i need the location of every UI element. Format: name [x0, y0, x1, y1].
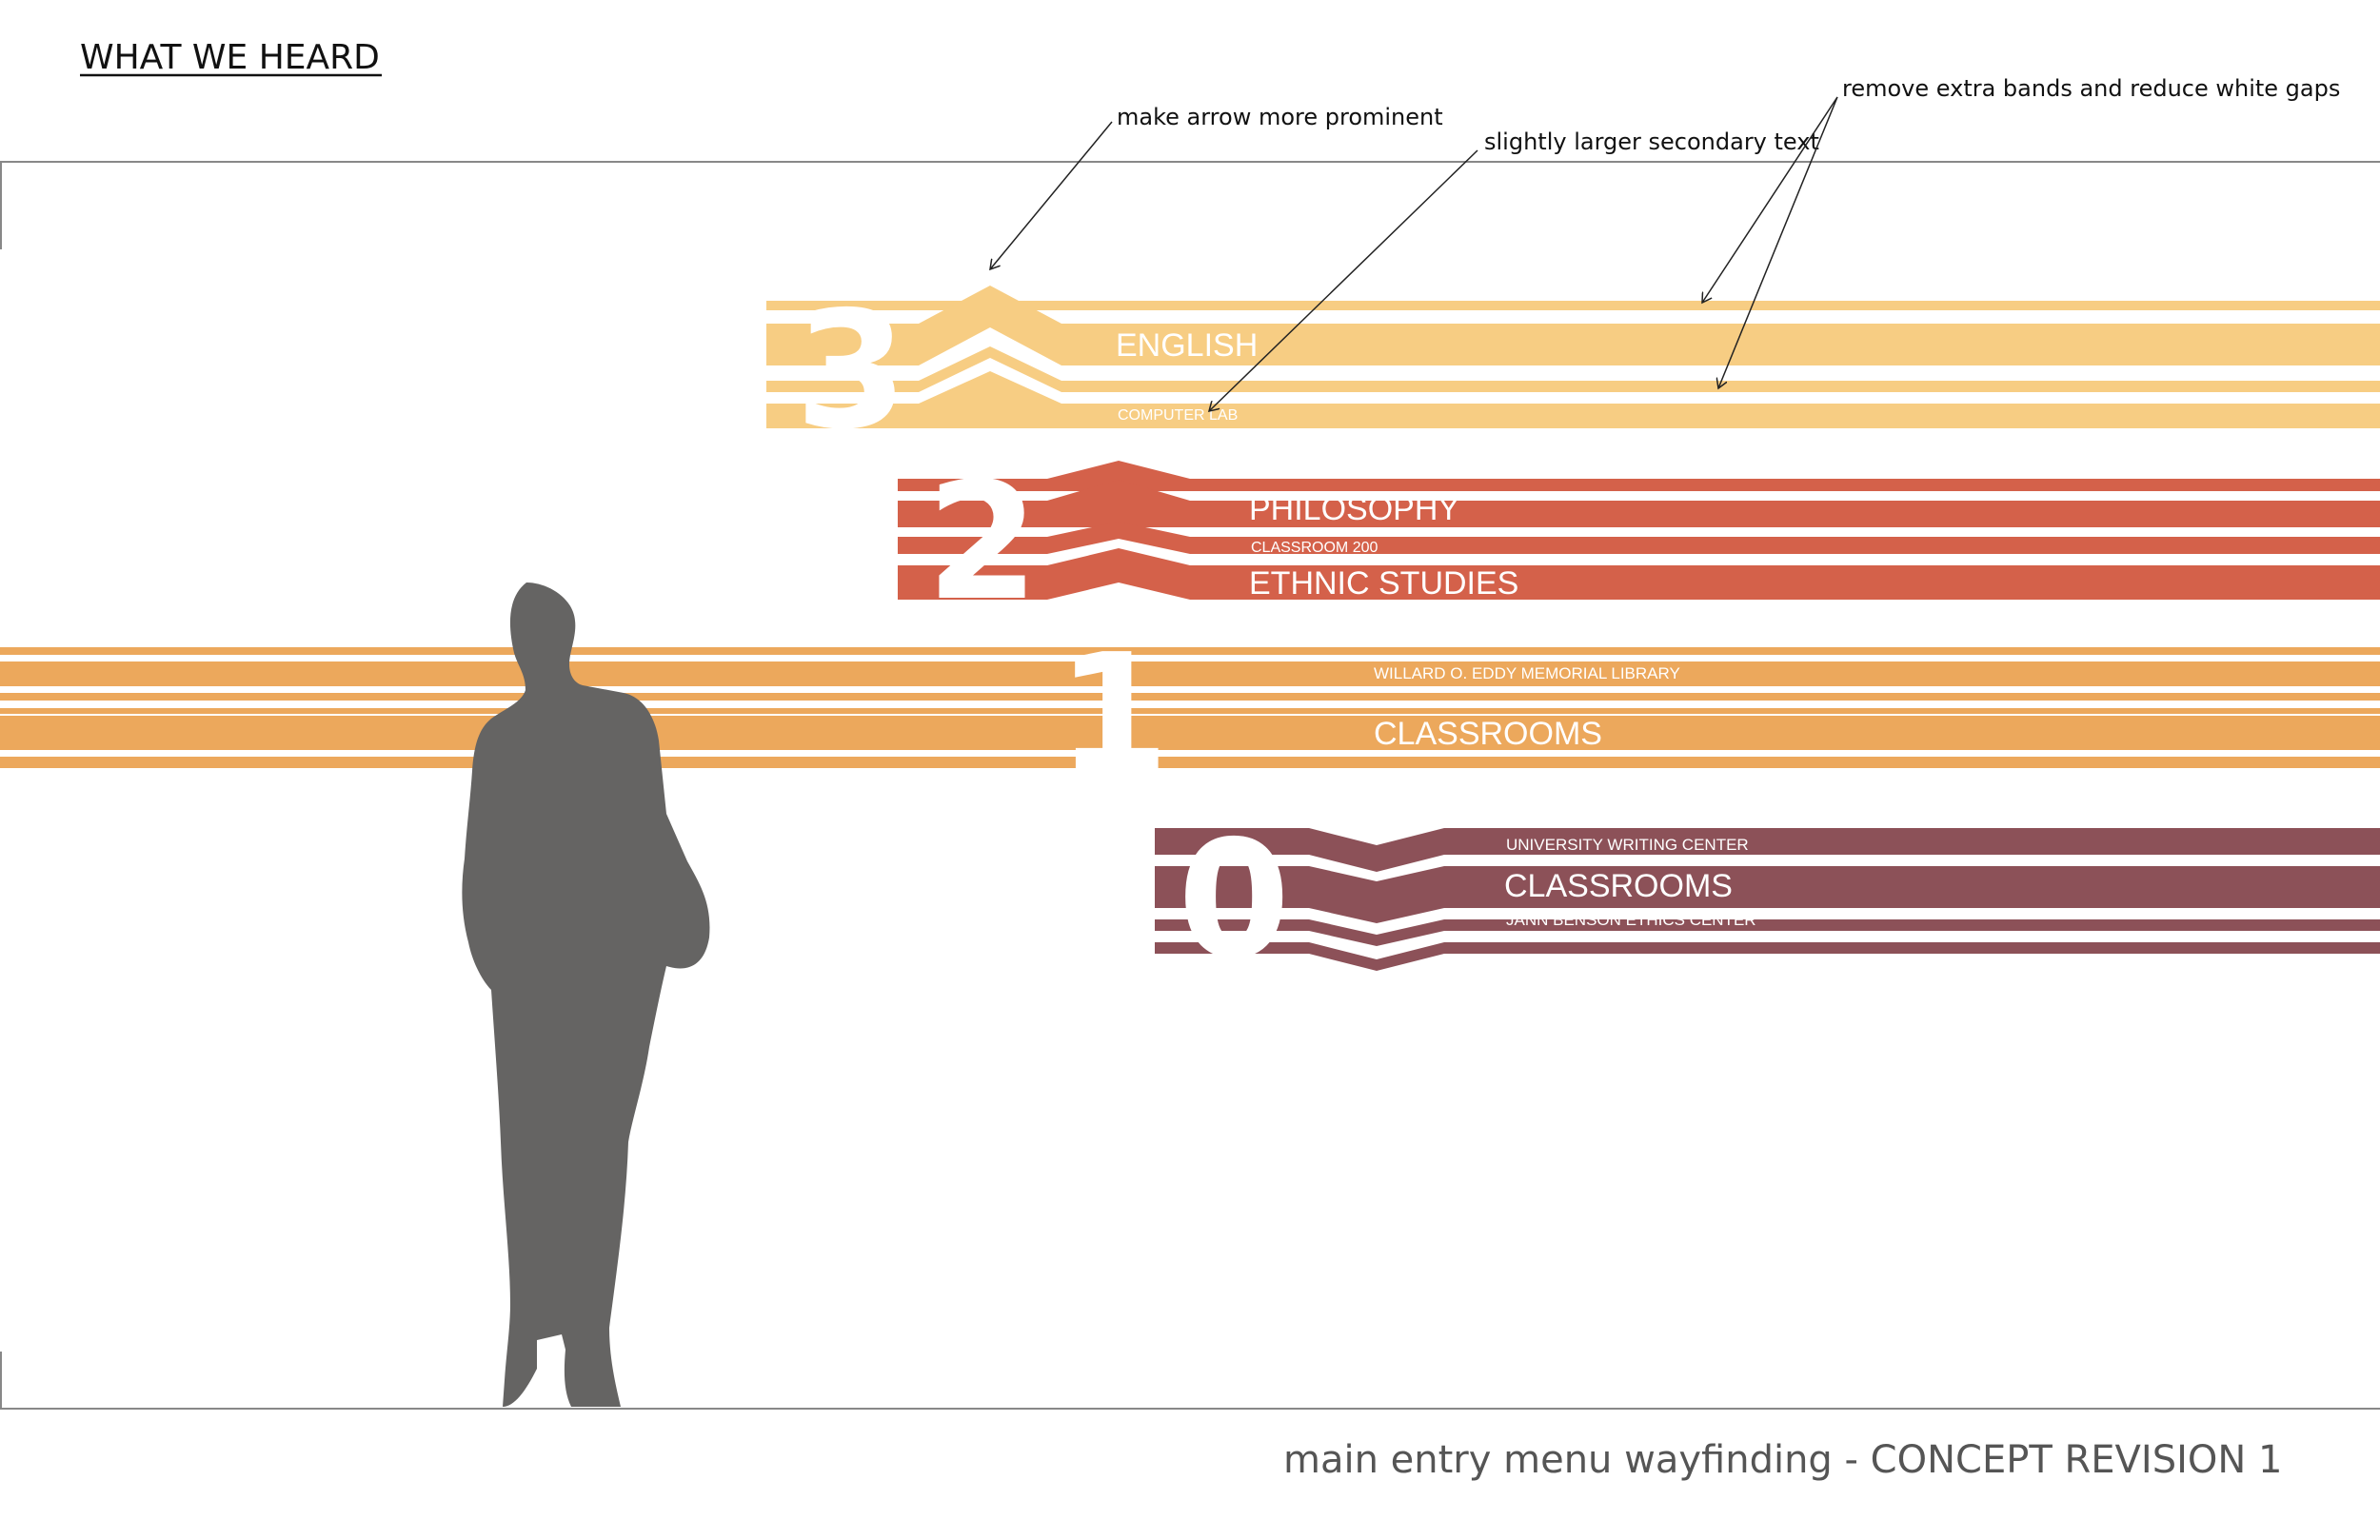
- annotation-secondary-text-note: slightly larger secondary text: [1484, 128, 1819, 155]
- floor-3-number: 3: [795, 277, 907, 465]
- page-heading: WHAT WE HEARD: [80, 38, 380, 77]
- floor-2-primary-ethnic-studies: ETHNIC STUDIES: [1249, 565, 1518, 602]
- floor-2-number: 2: [926, 448, 1039, 637]
- annotation-bands-leader-2: [1718, 96, 1838, 388]
- floor-2-primary-philosophy: PHILOSOPHY: [1249, 491, 1459, 527]
- wall-frame: [0, 161, 2380, 1410]
- annotation-secondary-text-leader: [1209, 149, 1478, 411]
- drawing-caption: main entry menu wayfinding - CONCEPT REV…: [1283, 1438, 2282, 1482]
- floor-1-secondary-library: WILLARD O. EDDY MEMORIAL LIBRARY: [1374, 664, 1680, 682]
- annotations: make arrow more prominent slightly large…: [990, 75, 2340, 411]
- floor-3-primary-english: ENGLISH: [1116, 327, 1258, 364]
- floor-2-sign: 2 PHILOSOPHY CLASSROOM 200 ETHNIC STUDIE…: [898, 448, 2380, 637]
- annotation-bands-leader-1: [1702, 96, 1838, 303]
- annotation-arrow-note: make arrow more prominent: [1117, 104, 1443, 130]
- floor-1-primary-classrooms: CLASSROOMS: [1374, 716, 1602, 752]
- floor-0-primary-classrooms: CLASSROOMS: [1504, 868, 1733, 904]
- floor-0-secondary-writing-center: UNIVERSITY WRITING CENTER: [1506, 836, 1749, 854]
- floor-3-secondary-computer-lab: COMPUTER LAB: [1118, 407, 1238, 424]
- floor-1-sign: 1 WILLARD O. EDDY MEMORIAL LIBRARY CLASS…: [0, 620, 2380, 808]
- floor-1-number: 1: [1057, 620, 1169, 808]
- floor-0-sign: 0 UNIVERSITY WRITING CENTER CLASSROOMS J…: [1155, 806, 2380, 995]
- floor-3-sign: 3 ENGLISH COMPUTER LAB: [766, 277, 2380, 465]
- annotation-arrow-leader: [990, 121, 1113, 269]
- annotation-bands-note: remove extra bands and reduce white gaps: [1842, 75, 2340, 102]
- floor-0-secondary-ethics-center: JANN BENSON ETHICS CENTER: [1506, 911, 1756, 929]
- person-silhouette: [462, 582, 710, 1407]
- floor-2-secondary-classroom-200: CLASSROOM 200: [1251, 540, 1378, 556]
- floor-0-number: 0: [1178, 806, 1290, 995]
